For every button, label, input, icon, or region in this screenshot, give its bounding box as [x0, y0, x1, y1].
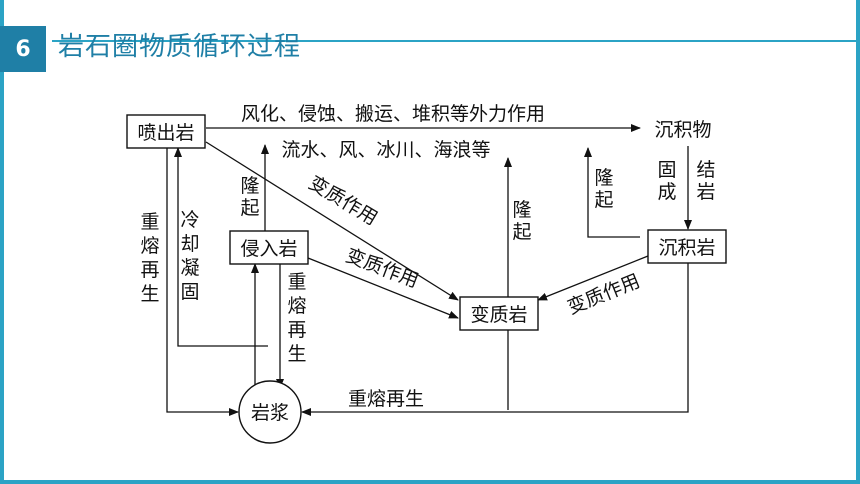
- label-remelt-left: 重熔再生: [140, 211, 159, 305]
- node-sediment: 沉积物: [654, 119, 711, 141]
- arrow-magma-to-extrusive: [174, 147, 268, 347]
- node-metamorphic-box: [459, 296, 539, 331]
- node-intrusive-box: [229, 230, 309, 265]
- arrow-sedimentary-remelt: [301, 256, 689, 416]
- frame-right-border: [856, 0, 860, 484]
- node-metamorphic: 变质岩: [470, 304, 527, 326]
- frame-bottom-border: [0, 480, 860, 484]
- label-uplift-metamorphic: 隆起: [512, 199, 531, 243]
- label-metamorphism-intrusive: 变质作用: [343, 245, 422, 293]
- arrow-extrusive-to-metamorphic: [205, 141, 459, 301]
- label-agents: 流水、风、冰川、海浪等: [281, 139, 490, 161]
- label-uplift-sedimentary: 隆起: [594, 167, 613, 211]
- label-consolidation-1: 固成: [657, 159, 676, 203]
- arrow-sedimentary-to-metamorphic: [537, 255, 649, 301]
- label-metamorphism-extrusive: 变质作用: [305, 172, 381, 230]
- label-remelt-middle: 重熔再生: [287, 271, 306, 365]
- label-consolidation-2: 结岩: [696, 159, 715, 203]
- header-underline: [52, 40, 860, 42]
- node-magma-circle: [238, 380, 302, 444]
- frame-left-border: [0, 0, 4, 484]
- node-intrusive: 侵入岩: [240, 238, 297, 260]
- node-extrusive: 喷出岩: [137, 122, 194, 144]
- label-cooling: 冷却凝固: [180, 209, 199, 303]
- section-number-badge: 6: [0, 26, 46, 72]
- node-magma: 岩浆: [251, 402, 289, 424]
- node-sedimentary: 沉积岩: [658, 237, 715, 259]
- label-metamorphism-sedimentary: 变质作用: [564, 270, 643, 319]
- arrow-sedimentary-uplift: [584, 147, 640, 238]
- node-sedimentary-box: [647, 229, 727, 264]
- label-external-forces: 风化、侵蚀、搬运、堆积等外力作用: [241, 103, 545, 125]
- arrow-intrusive-to-metamorphic: [307, 257, 459, 319]
- label-remelt-bottom: 重熔再生: [348, 388, 424, 410]
- arrow-extrusive-remelt: [166, 148, 239, 416]
- page-title: 岩石圈物质循环过程: [58, 32, 302, 62]
- node-extrusive-box: [126, 114, 206, 149]
- label-uplift-intrusive: 隆起: [240, 175, 259, 219]
